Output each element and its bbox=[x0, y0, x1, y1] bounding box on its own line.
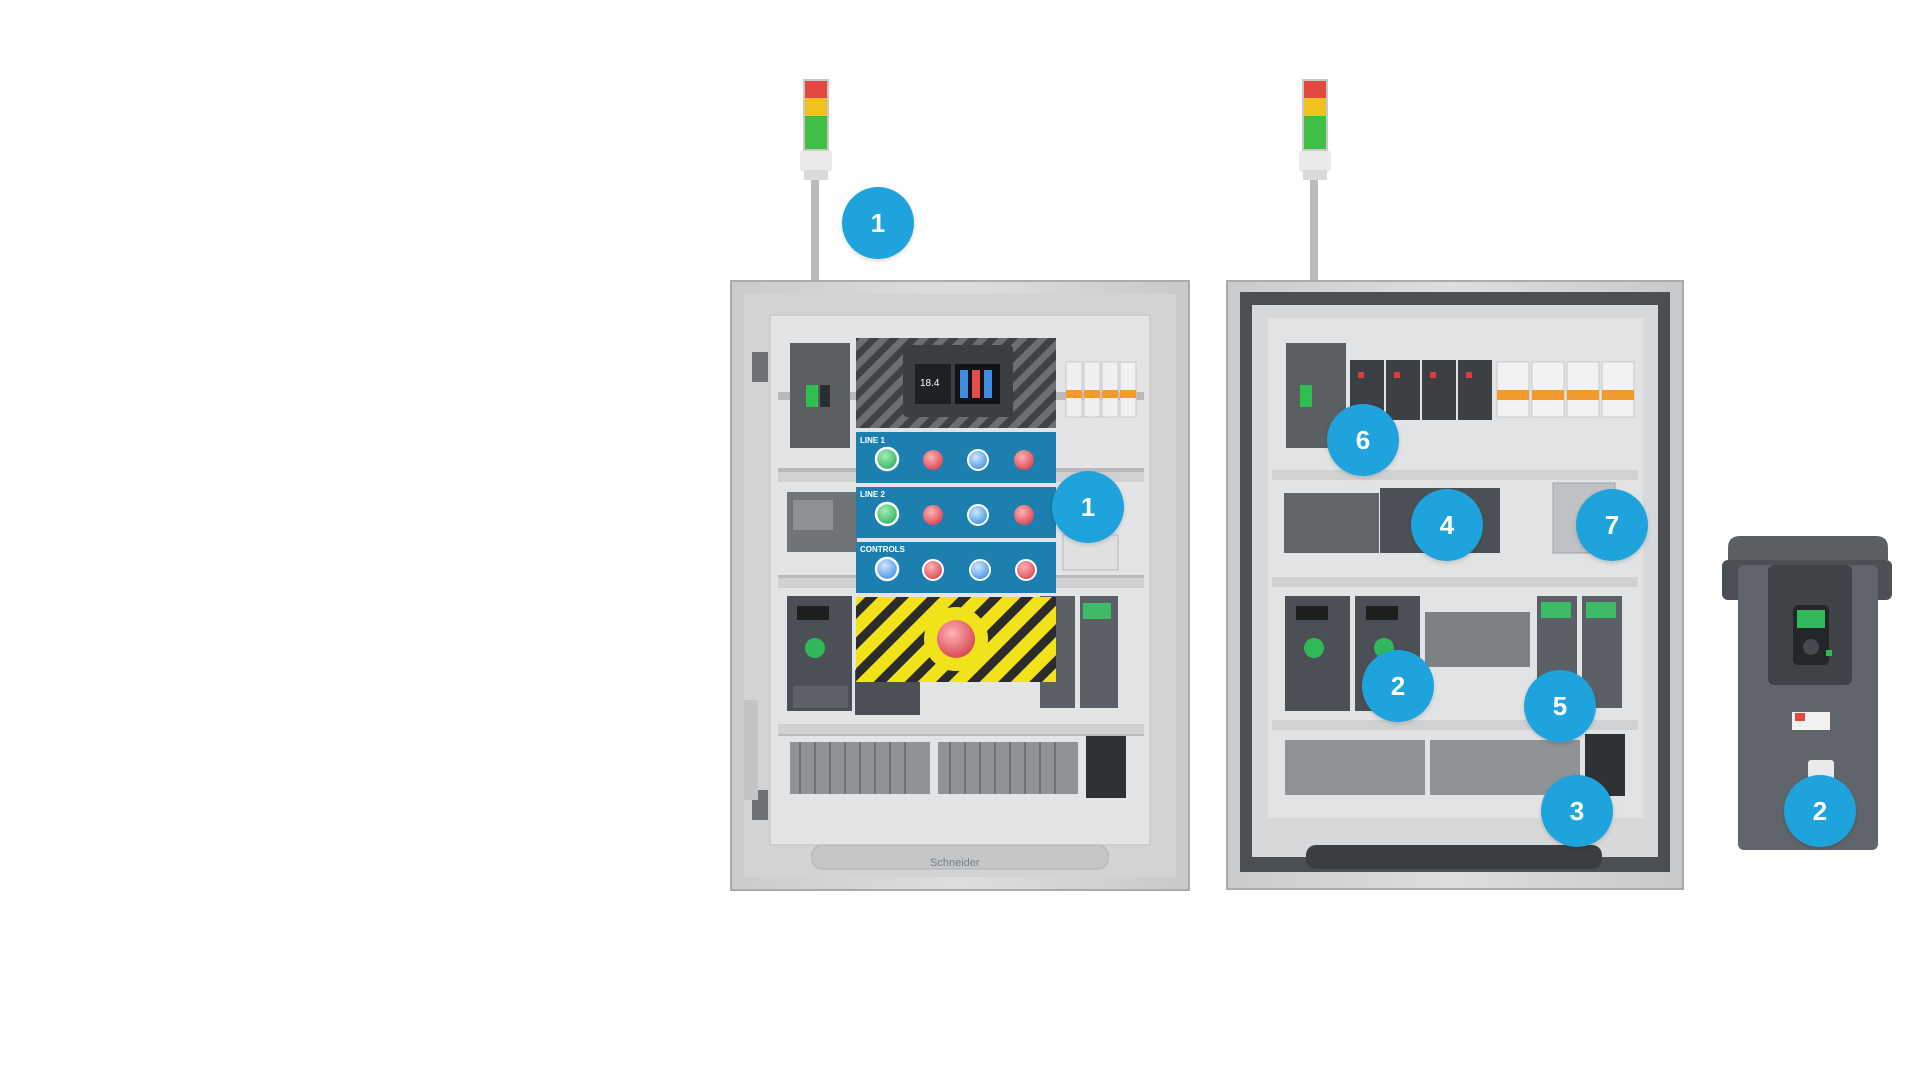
row-label-line2: LINE 2 bbox=[860, 490, 885, 499]
controls-button-2 bbox=[922, 559, 944, 581]
tower-light-left bbox=[800, 79, 832, 283]
line2-stop-button bbox=[923, 505, 943, 525]
callout-badge: 7 bbox=[1576, 489, 1648, 561]
line2-alarm-button bbox=[1014, 505, 1034, 525]
callout-badge: 1 bbox=[842, 187, 914, 259]
operator-panel: 18.4 LINE 1 LINE 2 CONTROLS Schneider bbox=[856, 338, 1056, 869]
callout-badge: 3 bbox=[1541, 775, 1613, 847]
callout-badge: 6 bbox=[1327, 404, 1399, 476]
callout-badge: 2 bbox=[1784, 775, 1856, 847]
callout-badge: 4 bbox=[1411, 489, 1483, 561]
controls-button-3 bbox=[969, 559, 991, 581]
line2-reset-button bbox=[967, 504, 989, 526]
line1-start-button bbox=[874, 446, 900, 472]
line2-start-button bbox=[874, 501, 900, 527]
emergency-stop-button bbox=[937, 620, 975, 658]
line1-stop-button bbox=[923, 450, 943, 470]
row-label-line1: LINE 1 bbox=[860, 436, 885, 445]
enclosure-right bbox=[1226, 280, 1684, 890]
row-label-controls: CONTROLS bbox=[860, 545, 906, 554]
standalone-drive bbox=[1722, 536, 1892, 850]
tower-light-right bbox=[1299, 79, 1331, 283]
brand-label: Schneider bbox=[930, 857, 980, 869]
callout-badge: 2 bbox=[1362, 650, 1434, 722]
controls-button-1 bbox=[874, 556, 900, 582]
line1-alarm-button bbox=[1014, 450, 1034, 470]
hmi-reading: 18.4 bbox=[920, 378, 940, 389]
callout-badge: 5 bbox=[1524, 670, 1596, 742]
callout-badge: 1 bbox=[1052, 471, 1124, 543]
controls-button-4 bbox=[1015, 559, 1037, 581]
line1-reset-button bbox=[967, 449, 989, 471]
